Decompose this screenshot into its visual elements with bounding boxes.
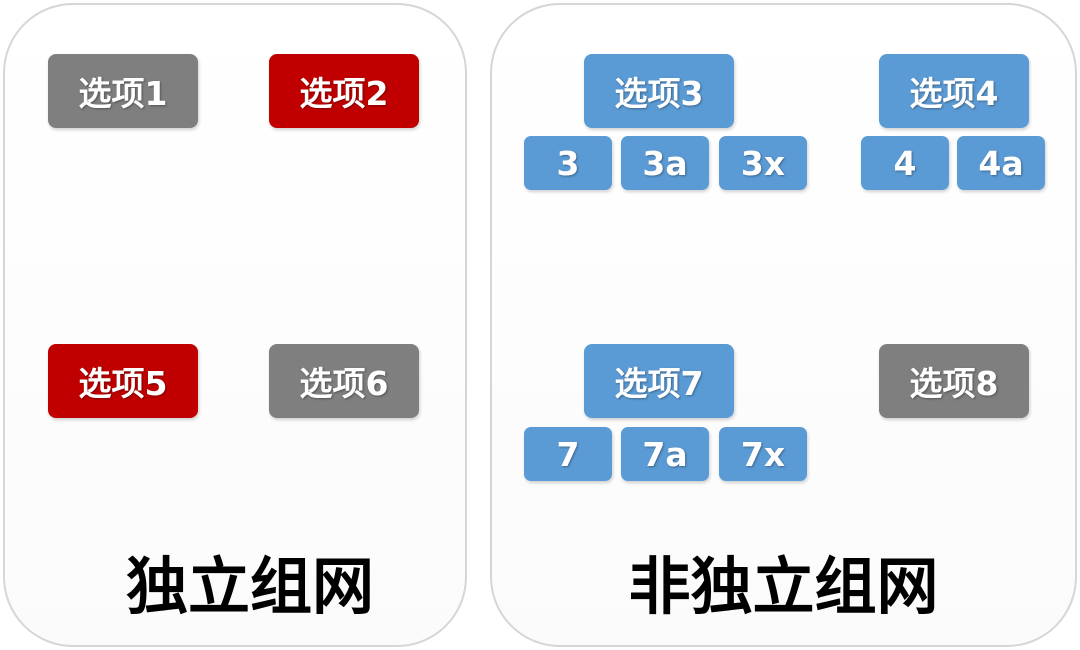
option-3-box: 选项3 — [584, 54, 734, 128]
option-2-box: 选项2 — [269, 54, 419, 128]
option-1-box: 选项1 — [48, 54, 198, 128]
option-7-sub-7: 7 — [524, 427, 612, 481]
option-3-sub-3a: 3a — [621, 136, 709, 190]
option-7-sub-7a: 7a — [621, 427, 709, 481]
option-4-box: 选项4 — [879, 54, 1029, 128]
option-7-sub-7x: 7x — [719, 427, 807, 481]
option-6-box: 选项6 — [269, 344, 419, 418]
option-4-sub-4a: 4a — [957, 136, 1045, 190]
option-7-box: 选项7 — [584, 344, 734, 418]
option-3-sub-3: 3 — [524, 136, 612, 190]
non-independent-networking-title: 非独立组网 — [628, 550, 939, 623]
option-5-box: 选项5 — [48, 344, 198, 418]
independent-networking-title: 独立组网 — [125, 550, 374, 623]
option-8-box: 选项8 — [879, 344, 1029, 418]
option-4-sub-4: 4 — [861, 136, 949, 190]
option-3-sub-3x: 3x — [719, 136, 807, 190]
